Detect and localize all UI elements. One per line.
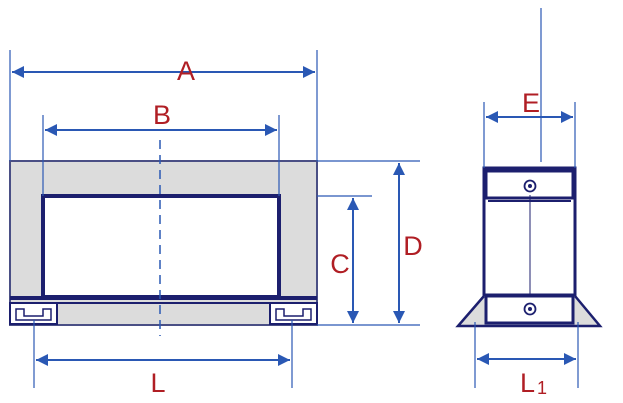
label-b: B: [153, 100, 171, 130]
label-e: E: [522, 88, 540, 118]
dimension-e: E: [486, 88, 573, 123]
dimension-b: B: [45, 100, 277, 136]
label-l: L: [150, 368, 165, 398]
dimension-a: A: [12, 56, 315, 86]
dimension-d: D: [393, 163, 423, 323]
front-view: [9, 140, 318, 336]
front-window-opening: [41, 194, 281, 299]
label-d: D: [403, 231, 423, 261]
upper-screw-icon: [523, 179, 537, 193]
label-c: C: [330, 249, 350, 279]
extension-lines: [9, 50, 420, 388]
dimension-c: C: [330, 198, 359, 323]
dimension-l: L: [36, 354, 290, 398]
lower-screw-icon: [523, 302, 537, 316]
right-slot-notch: [275, 308, 312, 321]
label-l1-main: L: [520, 368, 535, 398]
side-extension-lines: [474, 102, 579, 388]
left-slot-notch: [15, 308, 52, 321]
side-view: [455, 8, 603, 328]
label-a: A: [177, 56, 195, 86]
label-l1-sub: 1: [537, 378, 547, 398]
